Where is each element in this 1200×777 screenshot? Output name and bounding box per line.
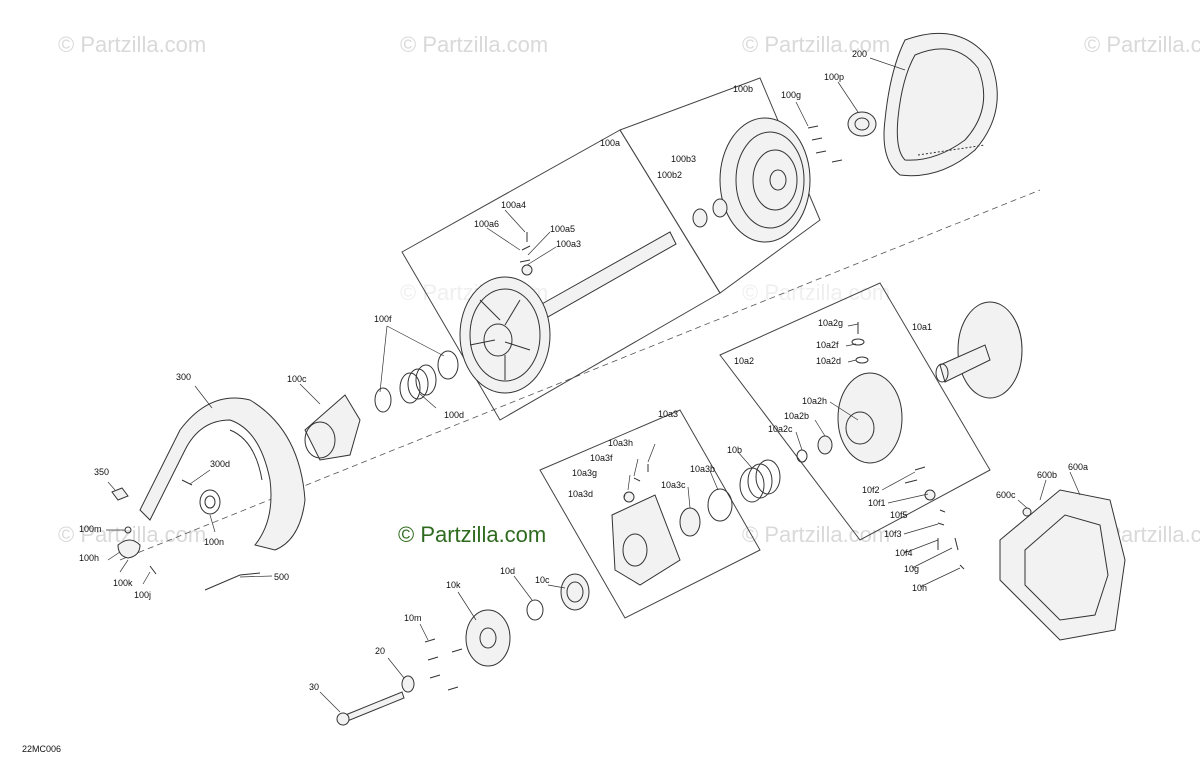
label-100a3: 100a3 [556, 239, 581, 249]
label-100p: 100p [824, 72, 844, 82]
label-10a3g: 10a3g [572, 468, 597, 478]
label-100m: 100m [79, 524, 102, 534]
label-350: 350 [94, 467, 109, 477]
label-100a6: 100a6 [474, 219, 499, 229]
watermark: © Partzilla.com [742, 280, 890, 305]
label-10a2c: 10a2c [768, 424, 793, 434]
label-10h: 10h [912, 583, 927, 593]
label-10a3h: 10a3h [608, 438, 633, 448]
watermark: © Partzilla.com [1084, 32, 1200, 57]
label-10a2: 10a2 [734, 356, 754, 366]
label-100a5: 100a5 [550, 224, 575, 234]
spring-10b [739, 459, 781, 503]
label-10a2g: 10a2g [818, 318, 843, 328]
movable-sheave-10a2 [796, 322, 903, 464]
wire-500 [204, 572, 261, 591]
label-10a2d: 10a2d [816, 356, 841, 366]
small-parts-100a3-100a6 [519, 232, 533, 276]
label-10g: 10g [904, 564, 919, 574]
label-20: 20 [375, 646, 385, 656]
label-10d: 10d [500, 566, 515, 576]
watermark: © Partzilla.com [742, 522, 890, 547]
label-10a3c: 10a3c [661, 480, 686, 490]
label-300: 300 [176, 372, 191, 382]
bushings-100b2-100b3 [692, 198, 728, 228]
part-labels: 200 100p 100g 100b 100a 100b3 100b2 100a… [79, 49, 1088, 692]
label-10a3f: 10a3f [590, 453, 613, 463]
label-10c: 10c [535, 575, 550, 585]
screws-100g [807, 125, 843, 163]
label-600b: 600b [1037, 470, 1057, 480]
label-600c: 600c [996, 490, 1016, 500]
main-watermark: © Partzilla.com [398, 522, 546, 547]
label-200: 200 [852, 49, 867, 59]
label-100k: 100k [113, 578, 133, 588]
leader-lines [106, 57, 1081, 713]
belt-guard-300 [139, 397, 306, 551]
label-10m: 10m [404, 613, 422, 623]
label-100b2: 100b2 [657, 170, 682, 180]
fixed-sheave-10a1 [935, 301, 1023, 399]
drive-belt [883, 32, 998, 177]
label-30: 30 [309, 682, 319, 692]
fasteners-left [111, 479, 221, 575]
label-10f1: 10f1 [868, 498, 886, 508]
label-10f2: 10f2 [862, 485, 880, 495]
label-10a2b: 10a2b [784, 411, 809, 421]
watermark: © Partzilla.com [400, 32, 548, 57]
label-100c: 100c [287, 374, 307, 384]
weights-10f [904, 466, 965, 570]
label-100b: 100b [733, 84, 753, 94]
label-10a2h: 10a2h [802, 396, 827, 406]
label-300d: 300d [210, 459, 230, 469]
label-100b3: 100b3 [671, 154, 696, 164]
label-500: 500 [274, 572, 289, 582]
label-10k: 10k [446, 580, 461, 590]
label-10a3b: 10a3b [690, 464, 715, 474]
watermark: © Partzilla.com [58, 32, 206, 57]
label-100a4: 100a4 [501, 200, 526, 210]
spring-100d [399, 364, 437, 404]
watermark-layer: © Partzilla.com © Partzilla.com © Partzi… [58, 32, 1200, 547]
label-100f: 100f [374, 314, 392, 324]
cover-600a [999, 489, 1126, 641]
movable-sheave-100a [459, 276, 551, 394]
group-box-10a3 [539, 409, 761, 619]
hub-parts-lower [336, 573, 590, 726]
label-100g: 100g [781, 90, 801, 100]
label-600a: 600a [1068, 462, 1088, 472]
diagram-code: 22MC006 [22, 744, 61, 754]
cam-10a3 [611, 464, 733, 586]
rings-100f [374, 350, 459, 413]
label-10f4: 10f4 [895, 548, 913, 558]
label-10f5: 10f5 [890, 510, 908, 520]
label-100d: 100d [444, 410, 464, 420]
spider-100c [304, 394, 361, 461]
label-10a1: 10a1 [912, 322, 932, 332]
label-10b: 10b [727, 445, 742, 455]
label-100j: 100j [134, 590, 151, 600]
label-100a: 100a [600, 138, 620, 148]
label-100n: 100n [204, 537, 224, 547]
group-box-10a2 [719, 282, 991, 541]
bearing-100p [847, 111, 877, 137]
label-10a3: 10a3 [658, 409, 678, 419]
label-10a3d: 10a3d [568, 489, 593, 499]
group-box-100b [619, 77, 821, 294]
label-10f3: 10f3 [884, 529, 902, 539]
label-100h: 100h [79, 553, 99, 563]
label-10a2f: 10a2f [816, 340, 839, 350]
watermark: © Partzilla.com [742, 32, 890, 57]
fixed-sheave-100b [719, 117, 811, 243]
